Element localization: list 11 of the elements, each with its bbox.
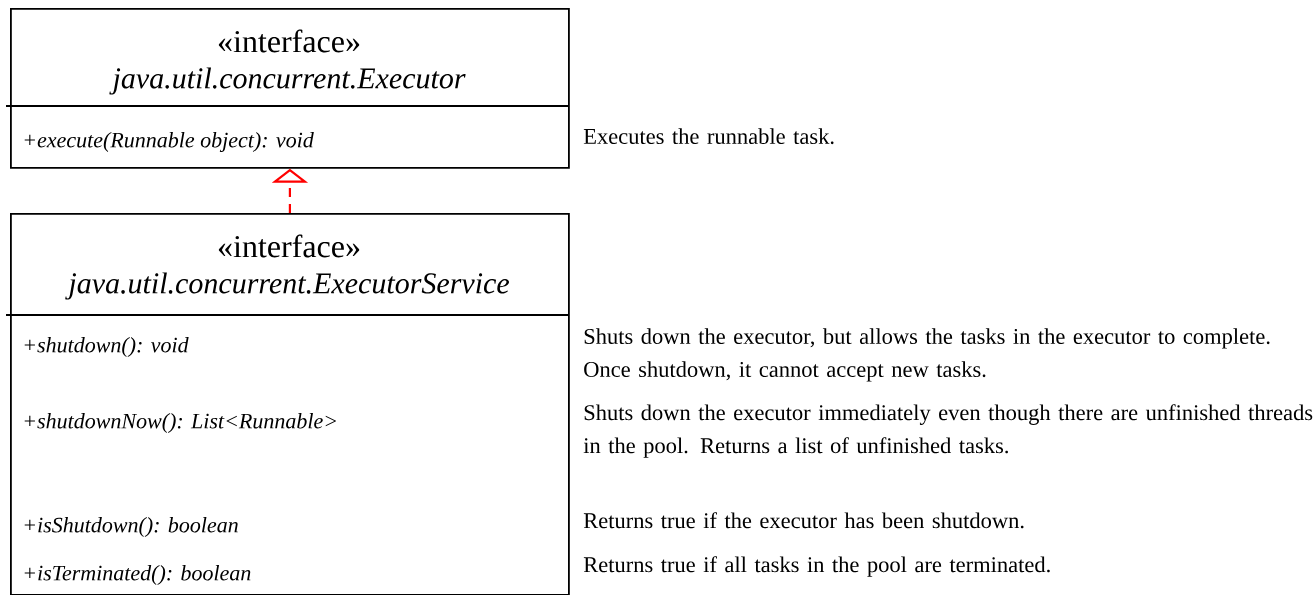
method-text: +shutdown(): void <box>24 337 189 357</box>
stereotype-text: «interface» <box>218 234 360 258</box>
method-text: +shutdownNow(): List<Runnable> <box>24 413 336 433</box>
class-name: java.util.concurrent.Executor <box>109 67 466 95</box>
method-text: +isTerminated(): boolean <box>24 565 251 585</box>
class-box <box>5 213 570 595</box>
class-name: java.util.concurrent.ExecutorService <box>65 272 509 300</box>
method-text: +isShutdown(): boolean <box>24 517 238 537</box>
class-box <box>5 8 570 169</box>
method-text: +execute(Runnable object): void <box>24 132 314 152</box>
stereotype-text: «interface» <box>218 29 360 53</box>
